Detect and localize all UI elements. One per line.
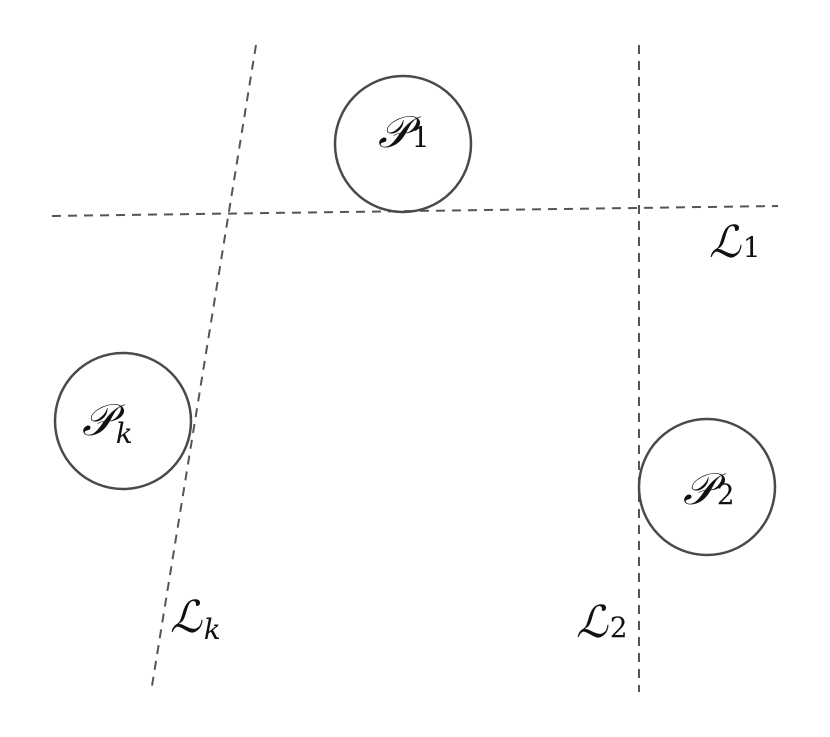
line-lk	[150, 44, 257, 693]
label-l1-subscript: 1	[743, 231, 761, 264]
label-lk-symbol: ℒ	[170, 592, 203, 643]
circle-p1	[333, 74, 473, 214]
label-l1-symbol: ℒ	[709, 217, 742, 268]
circle-pk	[53, 351, 193, 491]
label-l2: ℒ2	[576, 597, 628, 648]
label-l1: ℒ1	[709, 217, 761, 268]
label-pk-subscript: k	[116, 417, 133, 450]
circle-p2	[637, 417, 777, 557]
label-p2: 𝒫2	[683, 464, 735, 515]
label-lk: ℒk	[170, 592, 221, 646]
label-p1: 𝒫1	[378, 107, 430, 158]
label-l2-symbol: ℒ	[576, 597, 609, 648]
label-lk-subscript: k	[204, 613, 221, 646]
label-l2-subscript: 2	[610, 611, 628, 644]
label-pk: 𝒫k	[82, 395, 133, 450]
label-p2-subscript: 2	[717, 478, 735, 511]
label-p1-subscript: 1	[412, 121, 430, 154]
